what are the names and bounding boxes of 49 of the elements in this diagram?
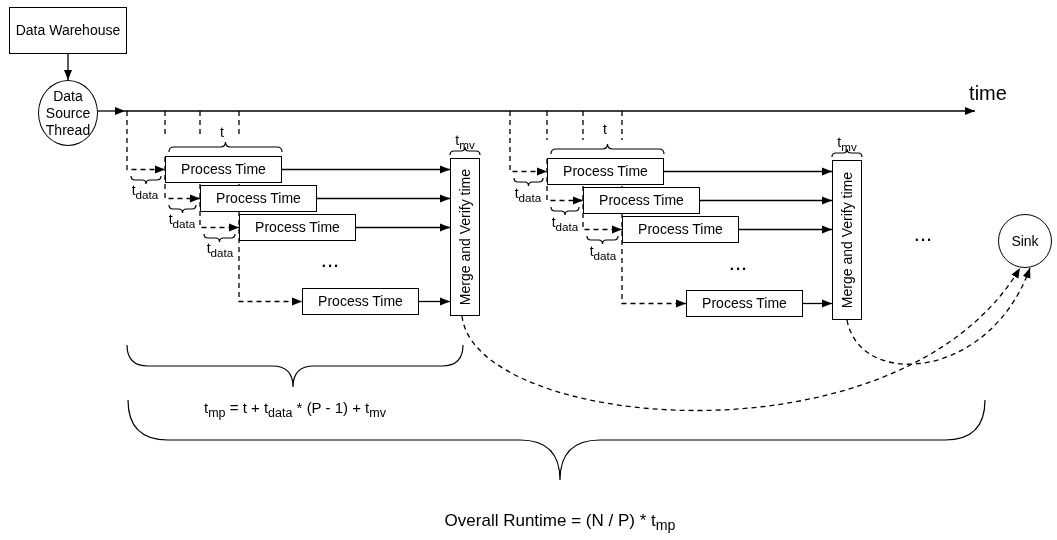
storage-box: Data Warehouse [9,7,127,54]
duration-label: t$_{data}$ [514,186,542,205]
arrow [164,110,201,203]
arrow [509,110,548,176]
merge-box: Merge and Verify time [450,158,480,316]
arrow [802,299,833,308]
duration-label: t$_{data}$ [131,183,159,202]
arrow [97,107,126,115]
process-box: Process Time [686,290,803,317]
process-box: Process Time [200,185,317,212]
arrow [663,167,833,176]
circle-node: Data Source Thread [38,80,98,146]
arrow [199,110,240,232]
arrow [546,110,584,205]
process-box: Process Time [622,216,739,243]
duration-label: t$_{data}$ [168,212,196,231]
arrow [461,267,1021,412]
arrow [64,53,72,81]
circle-node: Sink [998,214,1052,268]
process-box: Process Time [547,158,664,185]
duration-label: t$_{mv}$ [455,133,475,152]
formula-text: Overall Runtime = (N / P) * t$_{mp}$ [444,512,676,534]
arrow [126,110,166,174]
process-box: Process Time [239,214,356,241]
duration-label: t$_{data}$ [551,215,579,234]
ellipsis: ... [913,222,933,247]
arrow [621,110,687,308]
process-box: Process Time [302,288,419,315]
arrow [699,196,833,205]
duration-label: t [220,125,224,141]
duration-label: t$_{data}$ [589,244,617,263]
merge-box: Merge and Verify time [832,160,862,320]
arrow [738,225,833,234]
duration-label: t$_{mv}$ [837,135,857,154]
arrow [355,223,451,232]
duration-label: t [603,122,607,138]
arrow [418,297,451,306]
arrow [316,194,451,203]
ellipsis: ... [320,248,340,273]
process-box: Process Time [583,187,700,214]
formula-text: t$_{mp}$ = t + t$_{data}$ * (P - 1) + t$_{mv}$ [204,400,386,421]
arrow [281,165,451,174]
axis-label: time [969,82,1007,104]
duration-label: t$_{data}$ [206,241,234,260]
ellipsis: ... [728,251,748,276]
arrow [582,110,623,234]
arrow [846,267,1031,365]
arrow [238,110,303,306]
process-box: Process Time [165,156,282,183]
